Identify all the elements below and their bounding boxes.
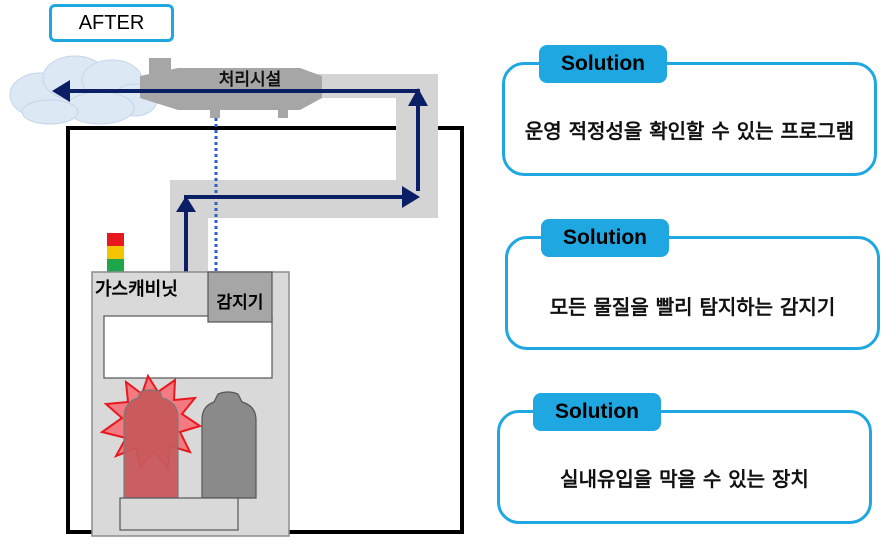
gas-cylinder-right xyxy=(201,391,257,499)
detector-label: 감지기 xyxy=(216,293,264,313)
solution-tab-1: Solution xyxy=(539,45,667,83)
gas-cylinder-left xyxy=(123,389,179,499)
cylinder-base xyxy=(119,497,239,531)
solution-text-3: 실내유입을 막을 수 있는 장치 xyxy=(560,467,809,491)
gas-cabinet-label: 가스캐비닛 xyxy=(95,279,178,300)
solution-text-1: 운영 적정성을 확인할 수 있는 프로그램 xyxy=(524,119,855,143)
solution-tab-3: Solution xyxy=(533,393,661,431)
solution-text-2: 모든 물질을 빨리 탐지하는 감지기 xyxy=(549,295,836,319)
after-label: AFTER xyxy=(49,4,174,42)
solution-tab-2: Solution xyxy=(541,219,669,257)
treatment-facility-label: 처리시설 xyxy=(218,70,282,90)
signal-light-icon xyxy=(107,233,124,272)
